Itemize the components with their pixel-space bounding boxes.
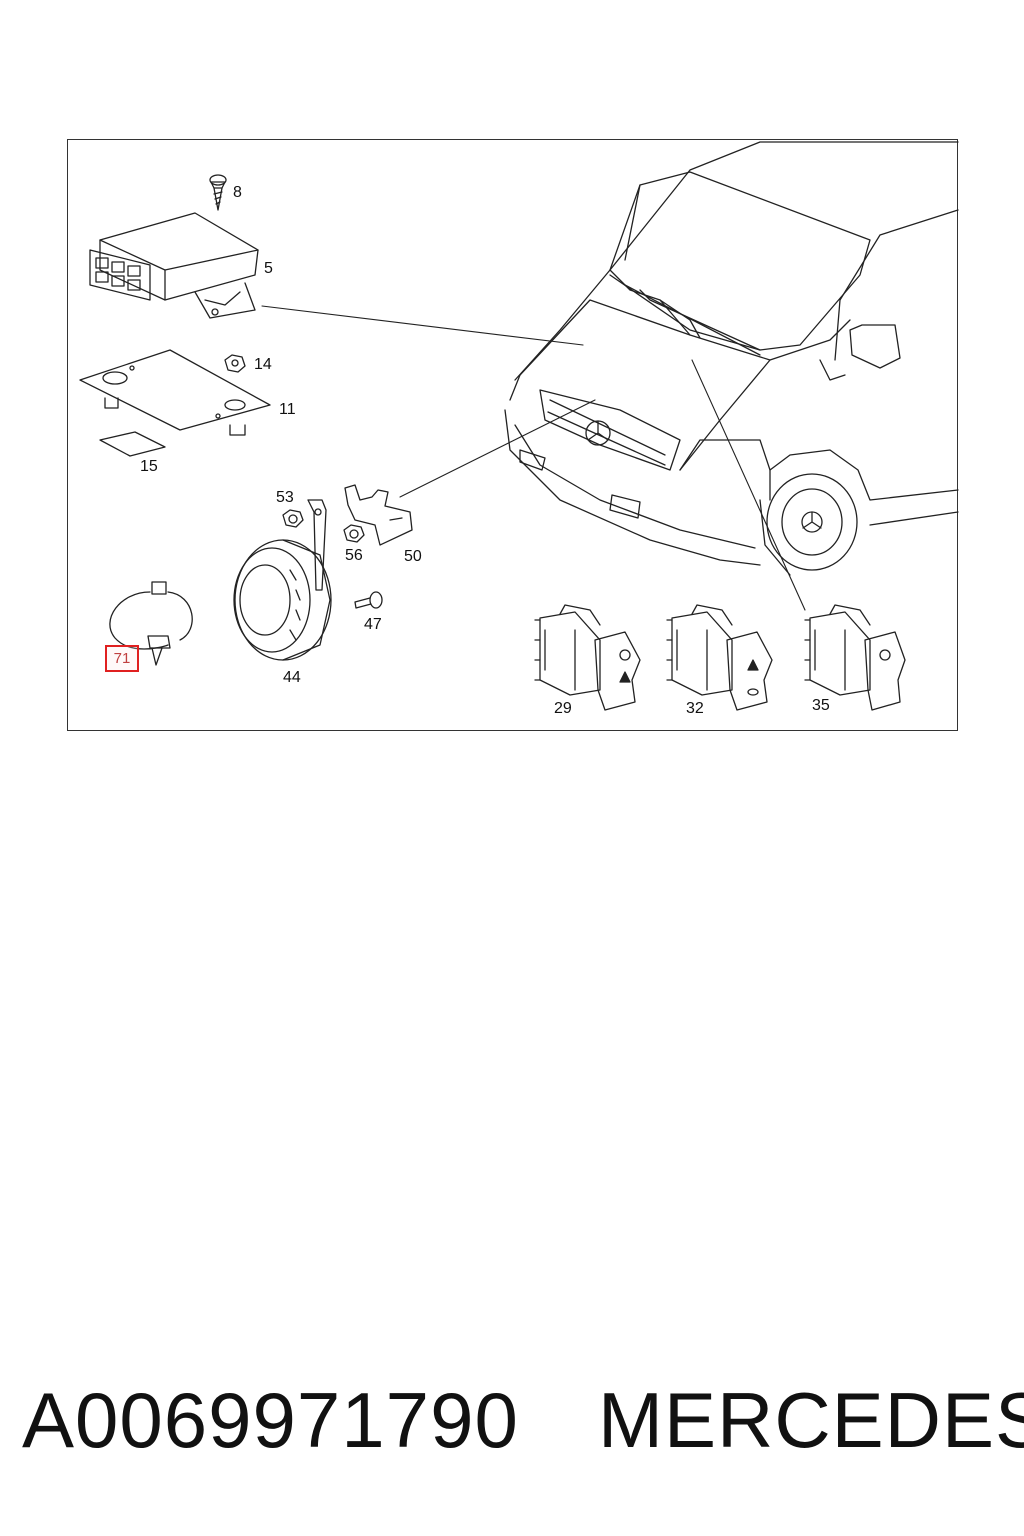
control-unit <box>89 212 259 319</box>
part-label-44: 44 <box>283 669 301 686</box>
part-label-11: 11 <box>279 401 296 418</box>
switch-32 <box>666 604 773 711</box>
nut-part <box>224 354 246 373</box>
part-label-35: 35 <box>812 697 830 714</box>
leader-lines <box>261 305 806 611</box>
brand-name: MERCEDES <box>598 1376 1024 1464</box>
highlighted-part-71[interactable]: 71 <box>105 645 139 672</box>
part-label-14: 14 <box>254 356 272 373</box>
part-label-8: 8 <box>233 184 242 201</box>
part-label-29: 29 <box>554 700 572 717</box>
part-label-56: 56 <box>345 547 363 564</box>
part-number: A0069971790 <box>22 1376 519 1464</box>
part-label-15: 15 <box>140 458 158 475</box>
part-label-5: 5 <box>264 260 273 277</box>
switch-29 <box>534 604 641 711</box>
bracket-part <box>344 484 413 546</box>
screw-part <box>209 174 227 211</box>
part-label-53: 53 <box>276 489 294 506</box>
bolt-part <box>354 591 383 609</box>
nut-part-56 <box>343 524 365 543</box>
nut-part-53 <box>282 509 304 528</box>
switch-35 <box>804 604 906 711</box>
part-label-71: 71 <box>113 650 131 667</box>
van-illustration <box>504 141 959 576</box>
horn-part <box>233 499 332 661</box>
part-label-32: 32 <box>686 700 704 717</box>
adhesive-pad <box>99 431 166 457</box>
part-label-50: 50 <box>404 548 422 565</box>
part-label-47: 47 <box>364 616 382 633</box>
parts-diagram <box>79 141 959 711</box>
cable-harness <box>109 581 193 666</box>
mounting-plate <box>79 349 271 436</box>
